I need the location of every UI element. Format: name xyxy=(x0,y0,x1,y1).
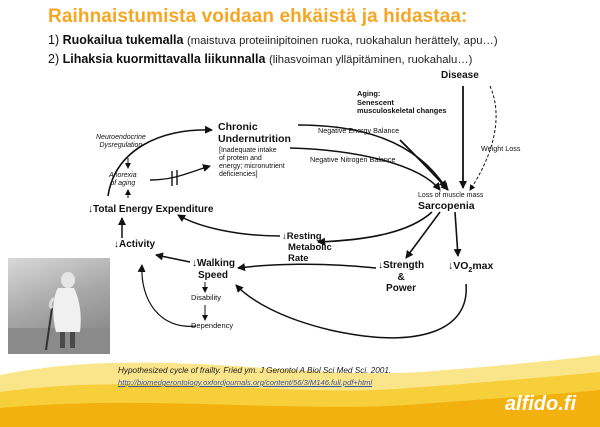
node-anorexia: Anorexia of aging xyxy=(109,172,137,188)
down-arrow-icon: ↓ xyxy=(378,260,383,271)
node-total-energy-expenditure: ↓Total Energy Expenditure xyxy=(88,204,213,216)
bullet-2-number: 2) xyxy=(48,52,60,66)
arrow-sarcopenia-rmr xyxy=(317,211,433,246)
arrow-rmr-tee xyxy=(177,214,281,237)
chronic-note-3: energy; micronutrient xyxy=(219,163,285,171)
vo2-pre: VO xyxy=(453,260,469,272)
label-negative-nitrogen: Negative Nitrogen Balance xyxy=(310,155,396,164)
bullet-1: 1) Ruokailua tukemalla (maistuva proteii… xyxy=(48,33,498,47)
down-arrow-icon: ↓ xyxy=(114,239,119,250)
down-arrow-icon: ↓ xyxy=(448,260,454,272)
bullet-1-rest: (maistuva proteiinipitoinen ruoka, ruoka… xyxy=(186,35,498,47)
walking-line-2: Speed xyxy=(198,269,229,281)
rmr-line-3: Rate xyxy=(288,252,309,264)
arrow-sarcopenia-strength xyxy=(405,211,441,259)
elderly-person-illustration xyxy=(8,272,110,354)
down-arrow-icon: ↓ xyxy=(192,258,197,269)
chronic-line-2: Undernutrition xyxy=(218,133,291,146)
vo2-sub: 2 xyxy=(468,267,473,275)
down-arrow-icon: ↓ xyxy=(282,231,287,242)
node-disability: Disability xyxy=(191,293,222,302)
arrow-strength-walking xyxy=(237,263,377,272)
node-sarcopenia: Sarcopenia xyxy=(418,200,475,212)
node-vo2max: ↓VO2max xyxy=(448,260,493,275)
arrow-negative-energy xyxy=(297,124,447,189)
chronic-note-1: [Inadequate intake xyxy=(219,147,277,154)
node-activity: ↓Activity xyxy=(114,239,155,251)
activity-text: Activity xyxy=(119,239,156,250)
node-aging: Aging: Senescent musculoskeletal changes xyxy=(357,89,447,116)
label-loss-muscle: Loss of muscle mass xyxy=(418,192,484,199)
arrow-anorexia-chronic xyxy=(149,164,211,181)
arrow-walking-activity xyxy=(155,252,191,263)
node-disease: Disease xyxy=(441,70,479,81)
aging-line-3: musculoskeletal changes xyxy=(357,106,447,116)
bullet-2-rest: (lihasvoiman ylläpitäminen, ruokahalu…) xyxy=(268,54,473,66)
down-arrow-icon: ↓ xyxy=(88,204,93,215)
strength-line-1: Strength xyxy=(383,260,425,271)
arrow-vo2-walking xyxy=(235,283,467,339)
rmr-line-2: Metabolic xyxy=(288,241,332,253)
arrow-aging-sarcopenia xyxy=(399,139,449,191)
tee-text: Total Energy Expenditure xyxy=(93,204,214,215)
arrow-disease-weightloss-dashed xyxy=(469,85,497,191)
bullet-2: 2) Lihaksia kuormittavalla liikunnalla (… xyxy=(48,52,472,66)
chronic-line-1: Chronic xyxy=(218,121,258,133)
vo2-post: max xyxy=(472,260,494,272)
walking-line-1: Walking xyxy=(197,258,235,269)
rmr-line-1: Resting xyxy=(286,231,322,242)
aging-line-2: Senescent xyxy=(357,97,394,107)
slide-title: Raihnaistumista voidaan ehkäistä ja hida… xyxy=(48,6,468,27)
chronic-note-4: deficiencies] xyxy=(219,171,258,179)
bullet-1-number: 1) xyxy=(48,33,60,47)
brand-logo: alfido.fi xyxy=(504,393,576,415)
chronic-note-2: of protein and xyxy=(219,155,262,163)
node-walking-speed: ↓Walking Speed xyxy=(192,258,235,281)
neuro-line-2: Dysregulation xyxy=(99,142,143,150)
anorexia-line-2: of aging xyxy=(110,180,136,188)
anorexia-line-1: Anorexia xyxy=(109,172,137,179)
neuro-line-1: Neuroendocrine xyxy=(96,134,146,141)
label-negative-energy: Negative Energy Balance xyxy=(318,126,400,135)
bullet-2-bold: Lihaksia kuormittavalla liikunnalla xyxy=(62,52,266,66)
wave-dark xyxy=(0,390,600,427)
strength-line-3: Power xyxy=(386,283,417,294)
chronic-note: [Inadequate intake of protein and energy… xyxy=(219,147,285,179)
node-neuroendocrine: Neuroendocrine Dysregulation xyxy=(96,134,146,150)
source-link[interactable]: http://biomedgerontology.oxfordjournals.… xyxy=(118,378,373,387)
node-chronic-undernutrition: Chronic Undernutrition xyxy=(218,121,291,145)
arrow-negative-nitrogen xyxy=(289,147,441,191)
label-weight-loss: Weight Loss xyxy=(481,144,521,153)
arrow-tee-chronic-arc xyxy=(107,125,213,197)
arrow-sarcopenia-vo2 xyxy=(453,211,462,257)
node-dependency: Dependency xyxy=(191,321,234,330)
node-strength-power: ↓Strength & Power xyxy=(378,260,424,295)
bullet-1-bold: Ruokailua tukemalla xyxy=(62,33,184,47)
aging-line-1: Aging: xyxy=(357,89,381,98)
elderly-person-photo xyxy=(8,258,110,354)
source-caption: Hypothesized cycle of frailty. Fried ym.… xyxy=(118,366,392,375)
arrow-dependency-activity xyxy=(137,264,197,327)
strength-line-2: & xyxy=(397,271,405,283)
node-resting-metabolic-rate: ↓Resting Metabolic Rate xyxy=(282,231,332,265)
